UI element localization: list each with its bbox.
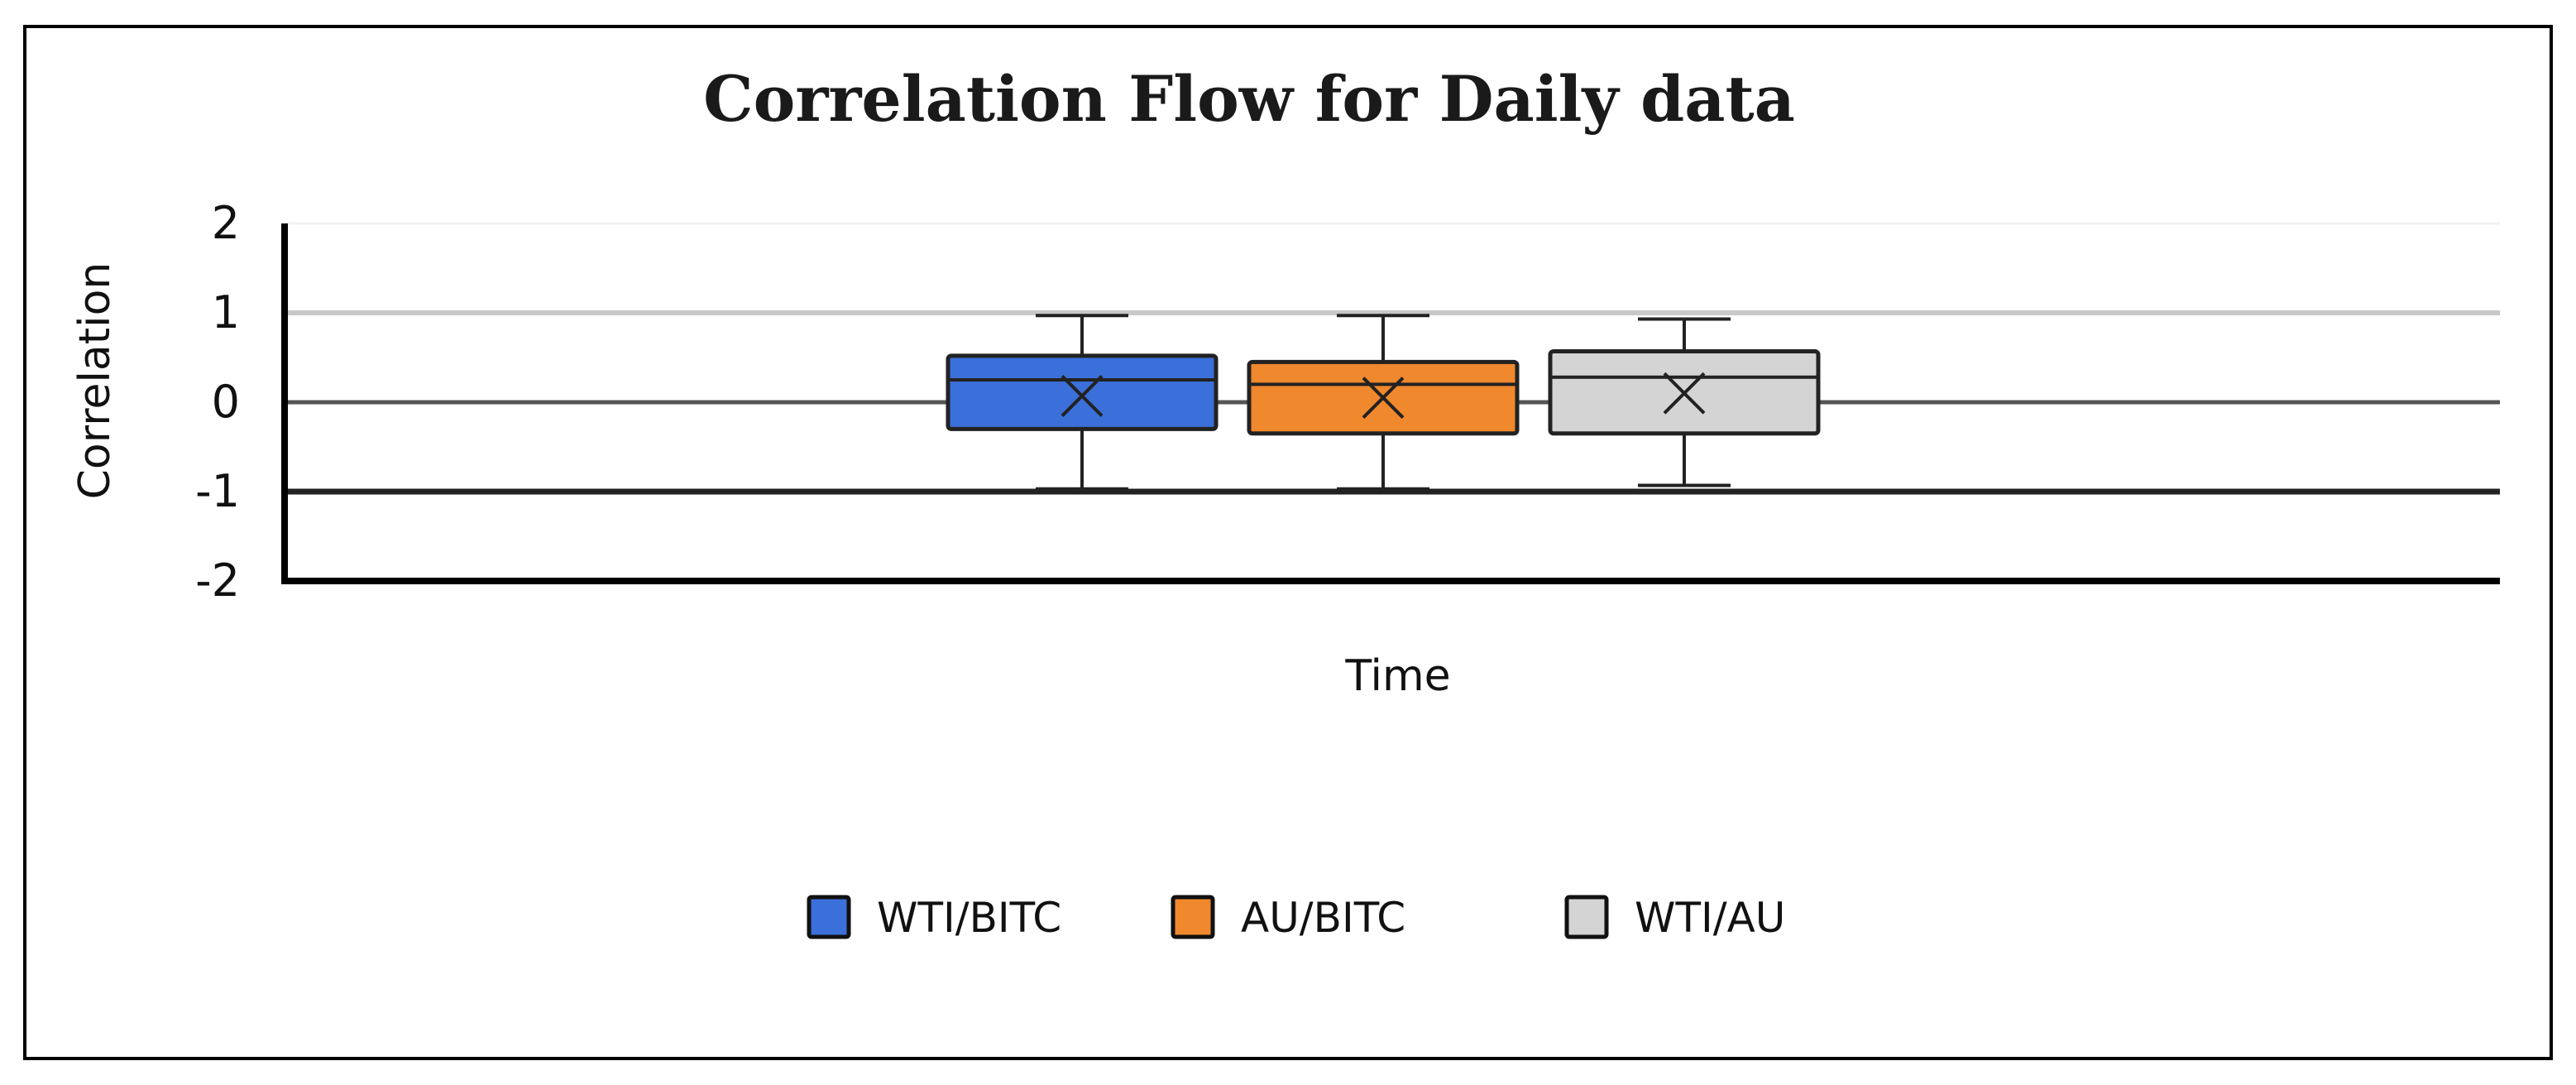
chart-title: Correlation Flow for Daily data xyxy=(703,62,1795,136)
chart-frame: Correlation Flow for Daily data Correlat… xyxy=(23,25,2553,1060)
legend-swatch xyxy=(1171,895,1215,939)
legend: WTI/BITC AU/BITC WTI/AU xyxy=(807,894,1785,942)
mean-marker xyxy=(1061,375,1104,417)
x-axis-label: Time xyxy=(1344,651,1450,701)
legend-swatch xyxy=(1564,895,1609,939)
legend-swatch xyxy=(807,895,851,939)
box-wti-bitc xyxy=(946,314,1219,491)
mean-marker xyxy=(1663,372,1706,415)
plot-area: 2 1 0 -1 -2 xyxy=(195,197,2500,607)
y-axis-label: Correlation xyxy=(70,262,120,500)
box-au-bitc xyxy=(1247,314,1520,491)
y-tick-label: -2 xyxy=(195,555,240,607)
legend-label: WTI/BITC xyxy=(877,894,1061,942)
box-iqr xyxy=(946,353,1219,431)
y-tick-label: 1 xyxy=(212,286,240,338)
legend-label: WTI/AU xyxy=(1635,894,1785,942)
y-tick-label: 2 xyxy=(212,197,240,249)
chart-canvas: Correlation Flow for Daily data Correlat… xyxy=(70,62,2500,942)
y-tick-label: -1 xyxy=(195,465,240,517)
box-wti-au xyxy=(1548,317,1821,487)
legend-label: AU/BITC xyxy=(1241,894,1405,942)
mean-marker xyxy=(1362,377,1405,420)
y-tick-label: 0 xyxy=(212,376,240,428)
